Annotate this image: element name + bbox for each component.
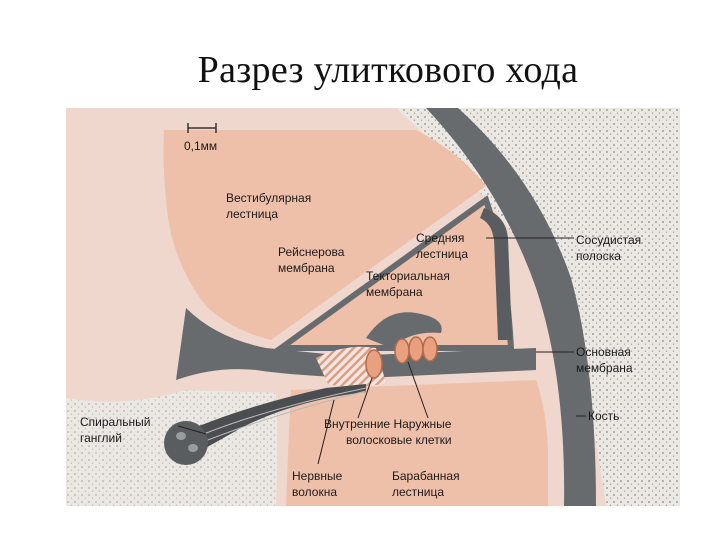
spiral-lamina bbox=[176, 308, 536, 380]
spiral-ligament bbox=[426, 108, 596, 506]
label-vascular-stria: Сосудистая полоска bbox=[576, 233, 645, 263]
label-tectorial: Текториальная мембрана bbox=[366, 269, 453, 299]
label-reissner: Рейснерова мембрана bbox=[278, 245, 348, 275]
bone-texture bbox=[396, 108, 680, 506]
cochlear-duct-diagram: 0,1мм Вестибулярная лестница Рейснерова … bbox=[66, 108, 680, 506]
label-spiral-ganglion: Спиральный ганглий bbox=[80, 415, 154, 445]
slide-title: Разрез улиткового хода bbox=[197, 49, 579, 91]
inner-hair-cell bbox=[365, 349, 383, 379]
label-scala-tympani: Барабанная лестница bbox=[392, 469, 463, 499]
scala-vestibuli bbox=[163, 130, 486, 340]
label-bone: Кость bbox=[588, 409, 619, 423]
leader-line bbox=[407, 361, 429, 419]
leader-line bbox=[357, 377, 373, 419]
outer-hair-cell bbox=[408, 336, 424, 362]
scala-tympani bbox=[286, 380, 548, 506]
stria-vascularis bbox=[480, 208, 512, 340]
leader-line bbox=[177, 425, 207, 435]
spiral-ganglion-cell bbox=[188, 444, 198, 452]
spiral-ganglion bbox=[164, 421, 208, 465]
label-nerve-fibers: Нервные волокна bbox=[292, 469, 346, 499]
spiral-ganglion-cell bbox=[176, 432, 186, 440]
label-scala-media: Средняя лестница bbox=[416, 231, 468, 261]
label-vestibular: Вестибулярная лестница bbox=[226, 191, 315, 221]
label-hair-cells: Внутренние Наружные волосковые клетки bbox=[324, 417, 455, 447]
tectorial-membrane bbox=[366, 312, 442, 348]
outer-hair-cell bbox=[394, 338, 410, 364]
outer-hair-cell bbox=[422, 336, 438, 362]
leader-line bbox=[317, 399, 335, 465]
scale-label: 0,1мм bbox=[184, 139, 217, 153]
label-basilar: Основная мембрана bbox=[576, 345, 634, 375]
